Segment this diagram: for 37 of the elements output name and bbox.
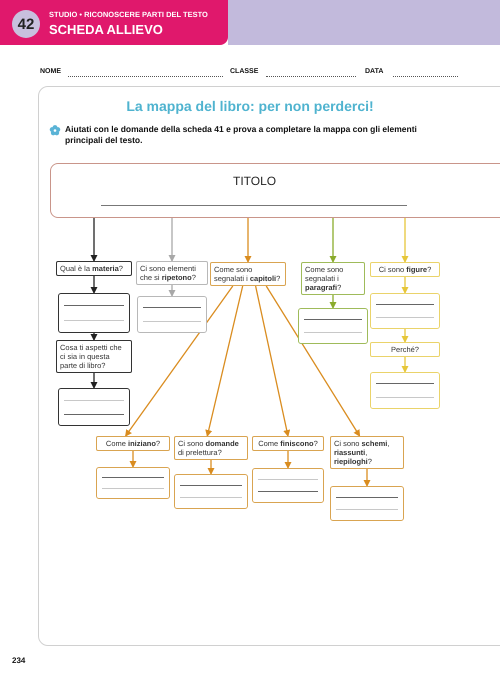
arrow bbox=[402, 357, 408, 373]
section-heading: SCHEDA ALLIEVO bbox=[49, 22, 163, 37]
title-label: TITOLO bbox=[233, 174, 276, 188]
answer-box bbox=[58, 388, 130, 426]
answer-box bbox=[96, 467, 170, 499]
arrow bbox=[254, 286, 290, 437]
arrow bbox=[330, 295, 336, 309]
answer-box bbox=[298, 308, 368, 344]
arrow bbox=[364, 469, 370, 487]
arrow bbox=[90, 373, 98, 389]
arrow bbox=[125, 286, 234, 437]
arrow bbox=[244, 218, 252, 263]
answer-box bbox=[174, 474, 248, 509]
arrow bbox=[130, 451, 136, 468]
arrow bbox=[90, 218, 98, 262]
arrow bbox=[266, 286, 360, 437]
instruction-text: Aiutati con le domande della scheda 41 e prova a completare la mappa con gli elementi principali del testo. bbox=[65, 124, 418, 146]
arrow bbox=[330, 218, 336, 263]
arrow bbox=[284, 451, 292, 469]
answer-box bbox=[137, 296, 207, 333]
arrow bbox=[168, 218, 176, 262]
arrow bbox=[208, 460, 214, 475]
arrow bbox=[90, 333, 98, 341]
arrow bbox=[90, 276, 98, 294]
answer-box bbox=[370, 372, 440, 409]
arrow bbox=[402, 329, 408, 343]
answer-box bbox=[330, 486, 404, 521]
arrow bbox=[402, 218, 408, 263]
answer-box bbox=[252, 468, 324, 503]
worksheet-title: La mappa del libro: per non perderci! bbox=[125, 98, 375, 114]
answer-box bbox=[370, 293, 440, 329]
answer-box bbox=[58, 293, 130, 333]
arrow bbox=[168, 285, 176, 297]
page-number: 234 bbox=[12, 656, 26, 665]
title-box bbox=[50, 163, 500, 218]
arrow bbox=[205, 286, 244, 437]
arrow bbox=[402, 277, 408, 294]
